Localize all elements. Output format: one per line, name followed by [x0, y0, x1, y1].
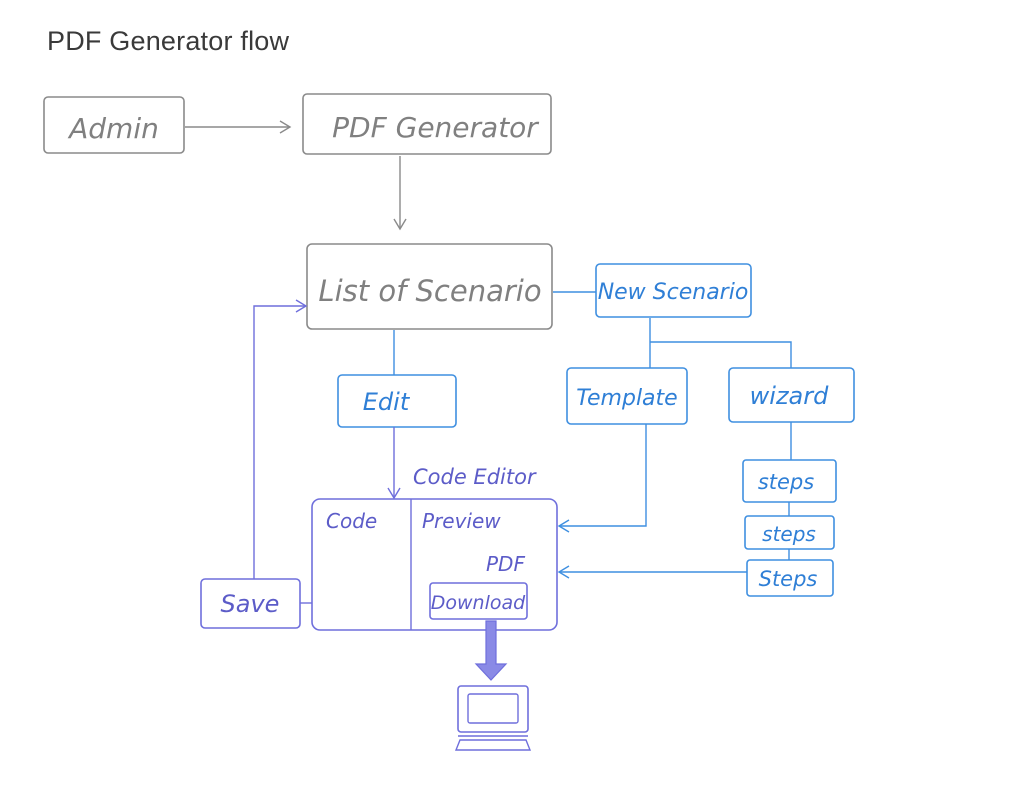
preview-pane-label: Preview	[422, 509, 501, 533]
template-label: Template	[576, 386, 677, 411]
code-pane-label: Code	[326, 509, 377, 533]
steps-label-3: Steps	[759, 567, 818, 591]
steps-node-2: steps	[744, 515, 835, 550]
wizard-label: wizard	[750, 382, 829, 410]
list-of-scenario-node: List of Scenario	[306, 243, 553, 330]
code-editor-panel: Code Preview PDF Download	[311, 498, 558, 631]
download-button-frame	[429, 582, 528, 620]
new-scenario-label: New Scenario	[598, 280, 749, 305]
template-node: Template	[566, 367, 688, 425]
admin-node: Admin	[43, 96, 185, 154]
computer-icon	[454, 685, 532, 751]
steps-node-3: Steps	[746, 559, 834, 597]
edit-label: Edit	[363, 388, 411, 416]
steps-node-1: steps	[742, 459, 837, 503]
pdf-generator-label: PDF Generator	[332, 111, 539, 144]
save-label: Save	[221, 590, 280, 618]
template-to-editor-arrow	[557, 424, 647, 533]
steps-label-2: steps	[762, 522, 816, 546]
new-scenario-node: New Scenario	[595, 263, 752, 318]
pdf-generator-node: PDF Generator	[302, 93, 552, 155]
edit-node: Edit	[337, 374, 457, 428]
download-button-label: Download	[431, 592, 526, 614]
list-of-scenario-label: List of Scenario	[318, 274, 541, 308]
pdf-label: PDF	[486, 552, 525, 576]
save-to-list-arrow	[253, 299, 308, 579]
save-node: Save	[200, 578, 301, 629]
download-arrow	[474, 620, 508, 681]
new-scenario-branch-line	[649, 318, 792, 368]
admin-label: Admin	[67, 112, 159, 145]
code-editor-label: Code Editor	[413, 465, 537, 489]
page-title: PDF Generator flow	[47, 26, 290, 56]
steps-label-1: steps	[758, 470, 814, 494]
wizard-node: wizard	[728, 367, 855, 423]
